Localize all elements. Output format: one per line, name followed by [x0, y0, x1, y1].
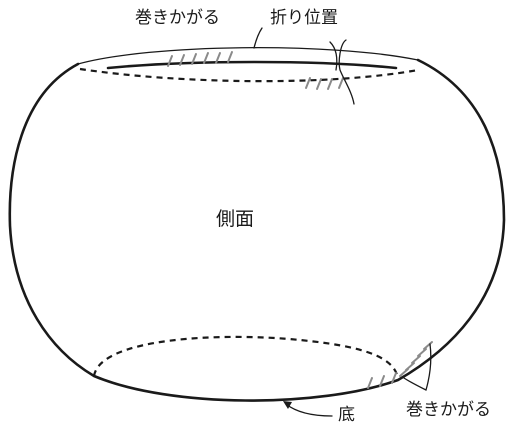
fold-line-dashed: [79, 67, 419, 83]
label-fold-line: 折り位置: [270, 8, 338, 28]
rim-inner-edge: [106, 60, 398, 70]
fold-leader-line: [338, 39, 355, 105]
stitches-bottom-right: [367, 341, 433, 389]
label-bottom: 底: [338, 405, 355, 425]
label-whipstitch-top: 巻きかがる: [135, 8, 220, 28]
stitches-top-right: [305, 77, 344, 90]
fold-label-leader: [253, 27, 263, 49]
label-whipstitch-bottom: 巻きかがる: [406, 400, 491, 420]
bottom-dashed-edge: [92, 335, 400, 381]
body-outline: [8, 58, 506, 402]
rim-outer-edge: [77, 47, 419, 65]
bottom-right-leader: [403, 343, 432, 391]
fold-leader-hook: [329, 41, 338, 71]
bottom-arrow-head: [283, 401, 292, 409]
label-side: 側面: [216, 208, 255, 230]
bottom-arrow-line: [285, 403, 333, 417]
stitches-top-left: [167, 51, 233, 67]
